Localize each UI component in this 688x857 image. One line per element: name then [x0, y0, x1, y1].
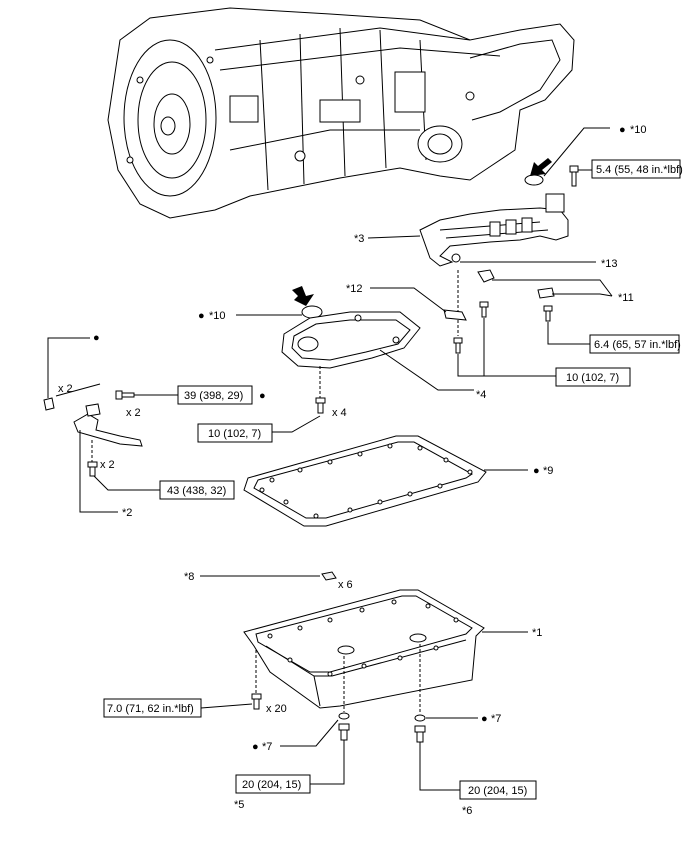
- callout-9: *9: [543, 465, 553, 477]
- callout-6: *6: [462, 805, 472, 817]
- torque-5-4: 5.4 (55, 48 in.*lbf): [596, 164, 683, 176]
- torque-box-5-4: [591, 159, 681, 179]
- torque-box-10-a: [555, 367, 631, 387]
- refill-plug-6: [414, 725, 426, 743]
- callout-10-top: *10: [630, 124, 647, 136]
- drain-plug-5: [338, 723, 350, 741]
- callout-4: *4: [476, 389, 486, 401]
- gasket-7-left: [338, 712, 350, 720]
- callout-7-right: *7: [491, 713, 501, 725]
- qty-x6: x 6: [338, 579, 353, 591]
- bolt-clamp: [453, 301, 553, 354]
- grommet: [43, 397, 55, 411]
- oil-strainer: [281, 311, 421, 369]
- torque-box-20-a: [235, 774, 311, 794]
- callout-11: *11: [618, 292, 634, 304]
- transmission-assembly: [107, 7, 575, 219]
- bolt-sensor: [569, 165, 579, 187]
- bullet-10-top: ●: [619, 124, 626, 136]
- arrow-indicator-icon: [530, 158, 552, 176]
- callout-1: *1: [532, 627, 542, 639]
- qty-x4: x 4: [332, 407, 347, 419]
- torque-box-10-b: [197, 423, 273, 443]
- torque-10-b: 10 (102, 7): [208, 428, 261, 440]
- arrow-indicator-icon-2: [292, 286, 314, 306]
- torque-box-7-0: [103, 698, 202, 718]
- torque-box-39: [177, 385, 253, 405]
- torque-box-43: [159, 480, 235, 500]
- torque-box-20-b: [459, 780, 537, 800]
- o-ring-upper: [524, 158, 552, 186]
- qty-x2-b: x 2: [126, 407, 141, 419]
- valve-body-wire: [419, 193, 569, 267]
- o-ring-lower: [292, 286, 323, 319]
- bolt-pan: [251, 693, 262, 710]
- torque-7-0: 7.0 (71, 62 in.*lbf): [107, 703, 194, 715]
- callout-13: *13: [601, 258, 618, 270]
- oil-pan-gasket: [243, 435, 487, 527]
- callout-12: *12: [346, 283, 363, 295]
- torque-6-4: 6.4 (65, 57 in.*lbf): [594, 339, 681, 351]
- bullet-7-left: ●: [252, 741, 259, 753]
- callout-7-left: *7: [262, 741, 272, 753]
- torque-20-a: 20 (204, 15): [242, 779, 301, 791]
- bolt-strainer: [315, 397, 326, 414]
- torque-20-b: 20 (204, 15): [468, 785, 527, 797]
- torque-39: 39 (398, 29): [184, 390, 243, 402]
- bullet-39: ●: [259, 390, 266, 402]
- bolt-39: [115, 390, 135, 400]
- oil-pan: [243, 589, 485, 709]
- bracket-2: [73, 403, 143, 447]
- callout-5: *5: [234, 799, 244, 811]
- qty-x2-c: x 2: [100, 459, 115, 471]
- torque-43: 43 (438, 32): [167, 485, 226, 497]
- clamp-11: [477, 269, 555, 299]
- bolt-43: [87, 461, 98, 477]
- callout-3: *3: [354, 233, 364, 245]
- torque-box-6-4: [589, 334, 680, 354]
- callout-8: *8: [184, 571, 194, 583]
- callout-10-left: *10: [209, 310, 226, 322]
- gasket-7-right: [414, 714, 426, 722]
- bullet-9: ●: [533, 465, 540, 477]
- bullet-10-left: ●: [198, 310, 205, 322]
- torque-10-a: 10 (102, 7): [566, 372, 619, 384]
- bullet-7-right: ●: [481, 713, 488, 725]
- drain-magnet: [321, 571, 337, 581]
- bracket-12: [443, 309, 467, 321]
- bullet-left-top: ●: [93, 332, 100, 344]
- qty-x20: x 20: [266, 703, 287, 715]
- callout-2: *2: [122, 507, 132, 519]
